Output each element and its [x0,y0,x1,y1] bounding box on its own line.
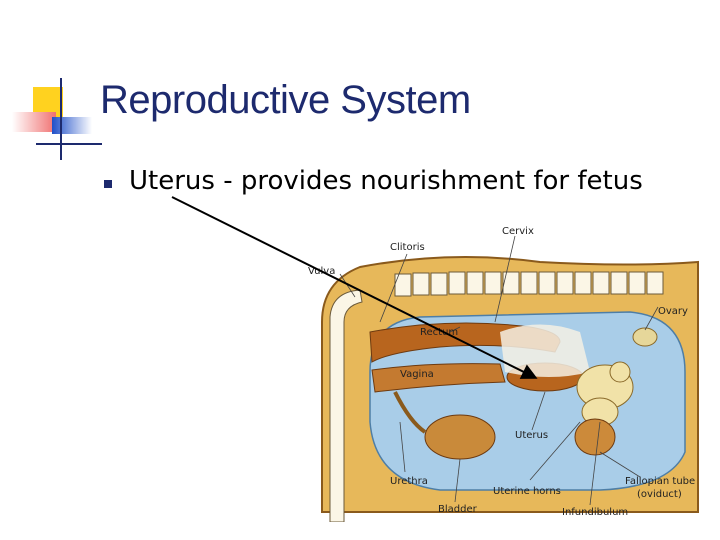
label-cervix: Cervix [502,226,534,237]
ligament [500,324,590,377]
label-uterine-horns: Uterine horns [493,486,561,497]
label-rectum: Rectum [420,327,458,338]
label-uterus: Uterus [515,430,548,441]
label-clitoris: Clitoris [390,242,425,253]
deco-vertical-line [60,78,62,160]
ovary [632,327,658,347]
vagina [371,363,506,393]
deco-horizontal-line [36,143,102,145]
slide-title: Reproductive System [100,78,471,122]
bullet-text: Uterus - provides nourishment for fetus [129,166,643,196]
spine [394,271,664,297]
tail [329,289,363,522]
title-decoration [0,0,102,170]
deco-red-bar [12,112,56,132]
fallopian-tube [574,418,616,456]
bullet-marker [104,180,112,188]
label-urethra: Urethra [390,476,428,487]
label-fallopian-tube: Fallopian tube [625,476,695,487]
label-infundibulum: Infundibulum [562,507,628,518]
arrow-line [171,196,538,379]
label-ovary: Ovary [658,306,688,317]
anatomy-diagram: Clitoris Cervix Vulva Ovary Rectum Vagin… [308,226,699,522]
urethra [393,391,427,434]
label-vagina: Vagina [400,369,434,380]
label-bladder: Bladder [438,504,478,515]
deco-blue-bar [52,117,92,134]
label-oviduct: (oviduct) [637,489,682,500]
